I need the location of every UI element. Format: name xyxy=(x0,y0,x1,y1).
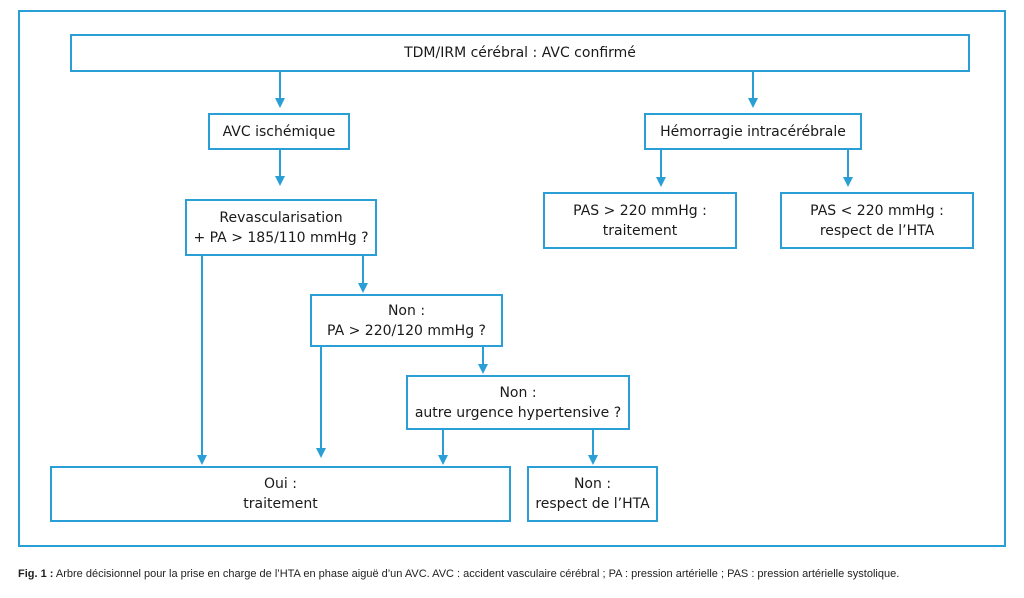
node-non-pa-220-120: Non : PA > 220/120 mmHg ? xyxy=(310,294,503,347)
node-non-autre-urgence: Non : autre urgence hypertensive ? xyxy=(406,375,630,430)
node-pas-inferieur-220: PAS < 220 mmHg : respect de l’HTA xyxy=(780,192,974,249)
node-line: Revascularisation xyxy=(219,209,343,226)
caption-label: Fig. 1 : xyxy=(18,568,54,580)
node-line: respect de l’HTA xyxy=(535,496,650,512)
node-oui-traitement: Oui : traitement xyxy=(50,466,511,522)
node-line: TDM/IRM cérébral : AVC confirmé xyxy=(404,45,636,61)
node-avc-ischemique: AVC ischémique xyxy=(208,113,350,150)
node-line: Oui : xyxy=(264,476,297,492)
node-line: autre urgence hypertensive ? xyxy=(414,404,622,421)
node-non-respect-hta: Non : respect de l’HTA xyxy=(527,466,658,522)
node-line: Hémorragie intracérébrale xyxy=(660,123,846,140)
node-line: Non : xyxy=(387,302,426,319)
figure-caption: Fig. 1 : Arbre décisionnel pour la prise… xyxy=(18,568,1018,580)
node-line: PA > 220/120 mmHg ? xyxy=(327,322,486,339)
node-pas-superieur-220: PAS > 220 mmHg : traitement xyxy=(543,192,737,249)
node-line: AVC ischémique xyxy=(222,123,336,140)
node-revascularisation: Revascularisation + PA > 185/110 mmHg ? xyxy=(185,199,377,256)
node-line: traitement xyxy=(243,496,318,512)
node-line: respect de l’HTA xyxy=(819,222,935,239)
node-tdm-irm-avc-confirme: TDM/IRM cérébral : AVC confirmé xyxy=(70,34,970,72)
diagram-frame xyxy=(18,10,1006,547)
node-line: PAS < 220 mmHg : xyxy=(810,202,944,219)
caption-text: Arbre décisionnel pour la prise en charg… xyxy=(55,568,900,580)
node-line: + PA > 185/110 mmHg ? xyxy=(193,229,369,246)
node-line: Non : xyxy=(573,476,612,492)
node-hemorragie-intracerebrale: Hémorragie intracérébrale xyxy=(644,113,862,150)
node-line: Non : xyxy=(499,384,537,401)
node-line: PAS > 220 mmHg : xyxy=(573,202,707,219)
node-line: traitement xyxy=(602,222,678,239)
